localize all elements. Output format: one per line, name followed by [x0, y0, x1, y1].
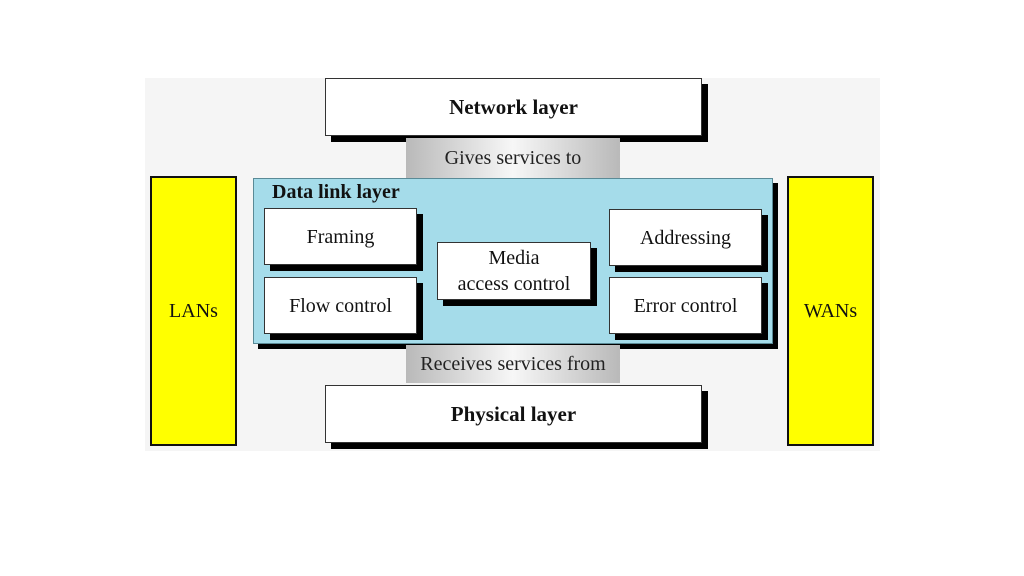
lans-box: LANs [150, 176, 237, 446]
wans-label: WANs [803, 299, 858, 322]
lans-label: LANs [169, 299, 218, 322]
wans-box: WANs [787, 176, 874, 446]
framing-box: Framing [264, 208, 417, 265]
network-layer-label: Network layer [449, 94, 578, 119]
media-access-control-line1: Media [488, 247, 540, 269]
receives-services-label: Receives services from [420, 352, 606, 375]
flow-control-box: Flow control [264, 277, 417, 334]
addressing-label: Addressing [639, 226, 732, 249]
media-access-control-line2: access control [457, 273, 571, 295]
physical-layer-label: Physical layer [450, 401, 577, 426]
data-link-layer-box: Data link layer Framing Flow control Med… [253, 178, 773, 344]
addressing-box: Addressing [609, 209, 762, 266]
gives-services-label: Gives services to [444, 146, 582, 169]
network-layer-box: Network layer [325, 78, 702, 136]
flow-control-label: Flow control [289, 294, 392, 317]
error-control-label: Error control [633, 294, 738, 317]
gives-services-connector: Gives services to [406, 138, 620, 178]
framing-label: Framing [306, 225, 375, 248]
physical-layer-box: Physical layer [325, 385, 702, 443]
receives-services-connector: Receives services from [406, 345, 620, 383]
media-access-control-box: Media access control [437, 242, 591, 300]
data-link-layer-title: Data link layer [272, 181, 400, 203]
error-control-box: Error control [609, 277, 762, 334]
